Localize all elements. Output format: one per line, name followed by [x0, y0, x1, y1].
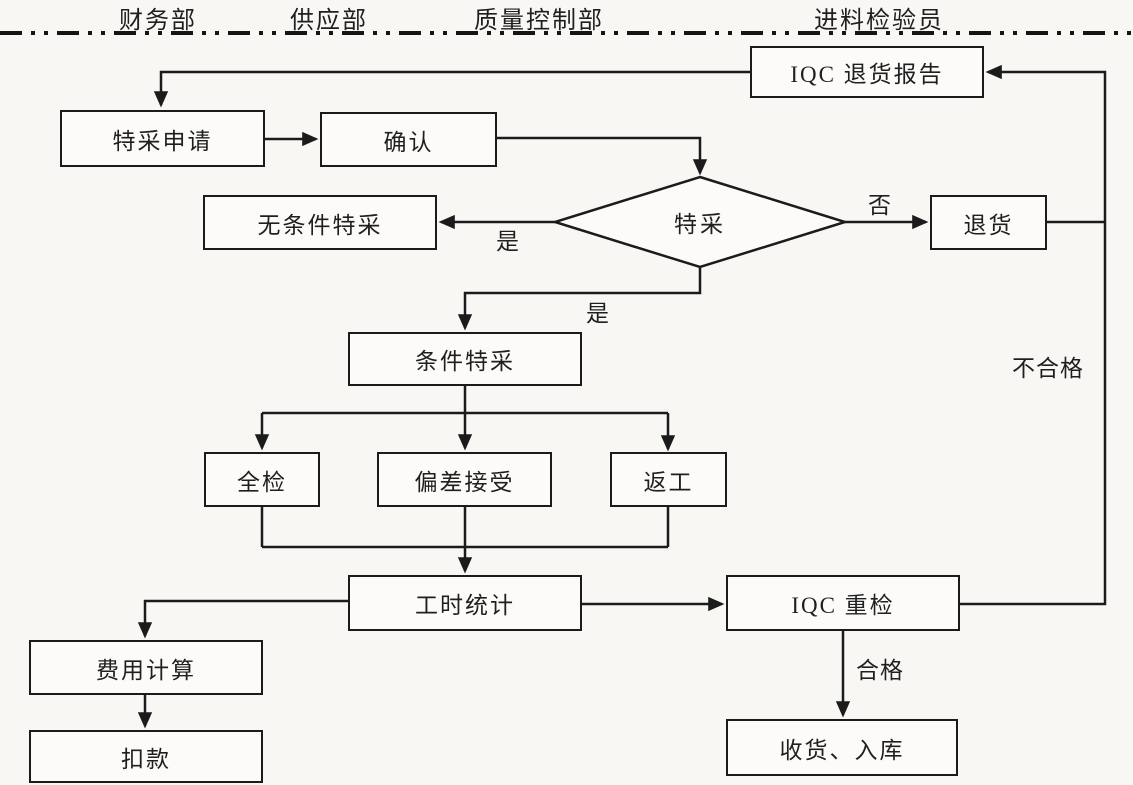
edge-label-no-right: 否	[868, 193, 892, 218]
node-special-decision: 特采	[674, 212, 726, 237]
node-unconditional: 无条件特采	[203, 195, 437, 250]
node-full-inspection: 全检	[204, 452, 320, 507]
node-cost-calculation: 费用计算	[29, 640, 263, 695]
node-deviation-accept: 偏差接受	[377, 452, 552, 507]
node-work-hour-stats: 工时统计	[348, 575, 582, 631]
node-rework: 返工	[610, 452, 727, 507]
node-confirm: 确认	[320, 112, 497, 167]
edge-iqc-return-to-special-request	[153, 70, 750, 108]
node-iqc-return-report: IQC 退货报告	[750, 46, 984, 98]
edge-label-yes-left: 是	[496, 229, 520, 254]
node-iqc-recheck: IQC 重检	[726, 575, 960, 631]
edge-decision-to-conditional	[457, 267, 702, 331]
node-deduction: 扣款	[29, 730, 263, 783]
edge-work-hours-to-cost	[137, 599, 348, 639]
edge-label-yes-down: 是	[586, 301, 610, 326]
edge-label-unqualified: 不合格	[1012, 356, 1084, 381]
lane-header-inspector: 进料检验员	[814, 7, 944, 34]
node-receive-warehouse: 收货、入库	[726, 719, 958, 776]
lane-header-supply: 供应部	[290, 7, 368, 34]
lane-header-quality: 质量控制部	[474, 7, 604, 34]
decision-diamond-shape	[550, 175, 850, 269]
lane-header-finance: 财务部	[119, 7, 197, 34]
edge-label-qualified: 合格	[856, 658, 904, 683]
node-special-request: 特采申请	[60, 110, 265, 167]
node-return-goods: 退货	[930, 195, 1047, 250]
edge-confirm-to-decision	[497, 136, 708, 176]
edge-recheck-to-iqc-return	[960, 64, 1107, 606]
node-conditional: 条件特采	[348, 332, 582, 386]
